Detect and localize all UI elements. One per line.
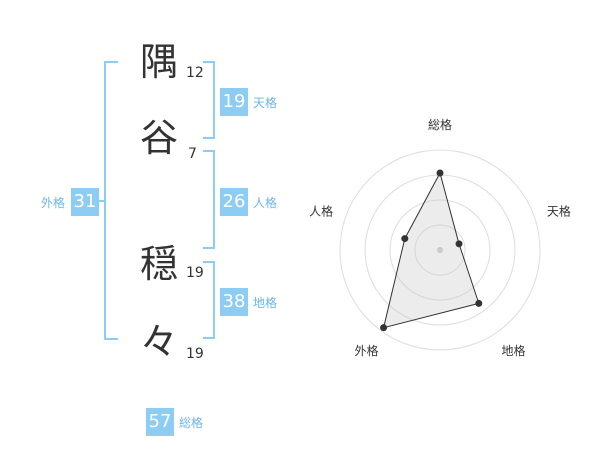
tenkaku-value: 19: [220, 88, 248, 116]
chikaku-value: 38: [220, 288, 248, 316]
stroke-count-3: 19: [186, 265, 204, 281]
name-char-1: 隅: [139, 40, 178, 84]
radar-axis-label: 総格: [428, 117, 452, 132]
chikaku-bracket: [203, 261, 215, 339]
radar-ring: [414, 224, 466, 276]
radar-axis-label: 地格: [501, 343, 525, 358]
radar-axis-label: 天格: [547, 203, 571, 218]
jinkaku-label: 人格: [253, 196, 278, 210]
tenkaku-bracket: [203, 61, 215, 139]
stroke-count-2: 7: [188, 146, 197, 162]
jinkaku-bracket: [203, 150, 215, 249]
radar-axis-label: 人格: [309, 203, 333, 218]
chikaku-label: 地格: [253, 296, 278, 310]
stroke-count-1: 12: [186, 65, 204, 81]
gaikaku-bracket-tick: [96, 200, 105, 202]
radar-axis-label: 外格: [355, 343, 379, 358]
radar-point-3: [475, 299, 483, 307]
radar-point-1: [436, 169, 444, 177]
stroke-count-4: 19: [186, 346, 204, 362]
radar-center-dot: [437, 247, 443, 253]
radar-ring: [339, 149, 541, 351]
radar-point-2: [455, 240, 463, 248]
name-char-2: 谷: [139, 116, 178, 160]
gaikaku-label: 外格: [41, 196, 66, 210]
tenkaku-label: 天格: [253, 96, 278, 110]
gaikaku-value: 31: [71, 188, 99, 216]
radar-series-polygon: [382, 171, 480, 329]
gaikaku-bracket: [104, 61, 118, 340]
radar-point-5: [401, 235, 409, 243]
soukaku-label: 総格: [179, 416, 204, 430]
name-char-4: 々: [139, 320, 178, 364]
radar-point-4: [380, 324, 388, 332]
soukaku-value: 57: [146, 408, 174, 436]
name-char-3: 穏: [139, 242, 178, 286]
radar-ring: [389, 199, 491, 301]
jinkaku-value: 26: [220, 188, 248, 216]
